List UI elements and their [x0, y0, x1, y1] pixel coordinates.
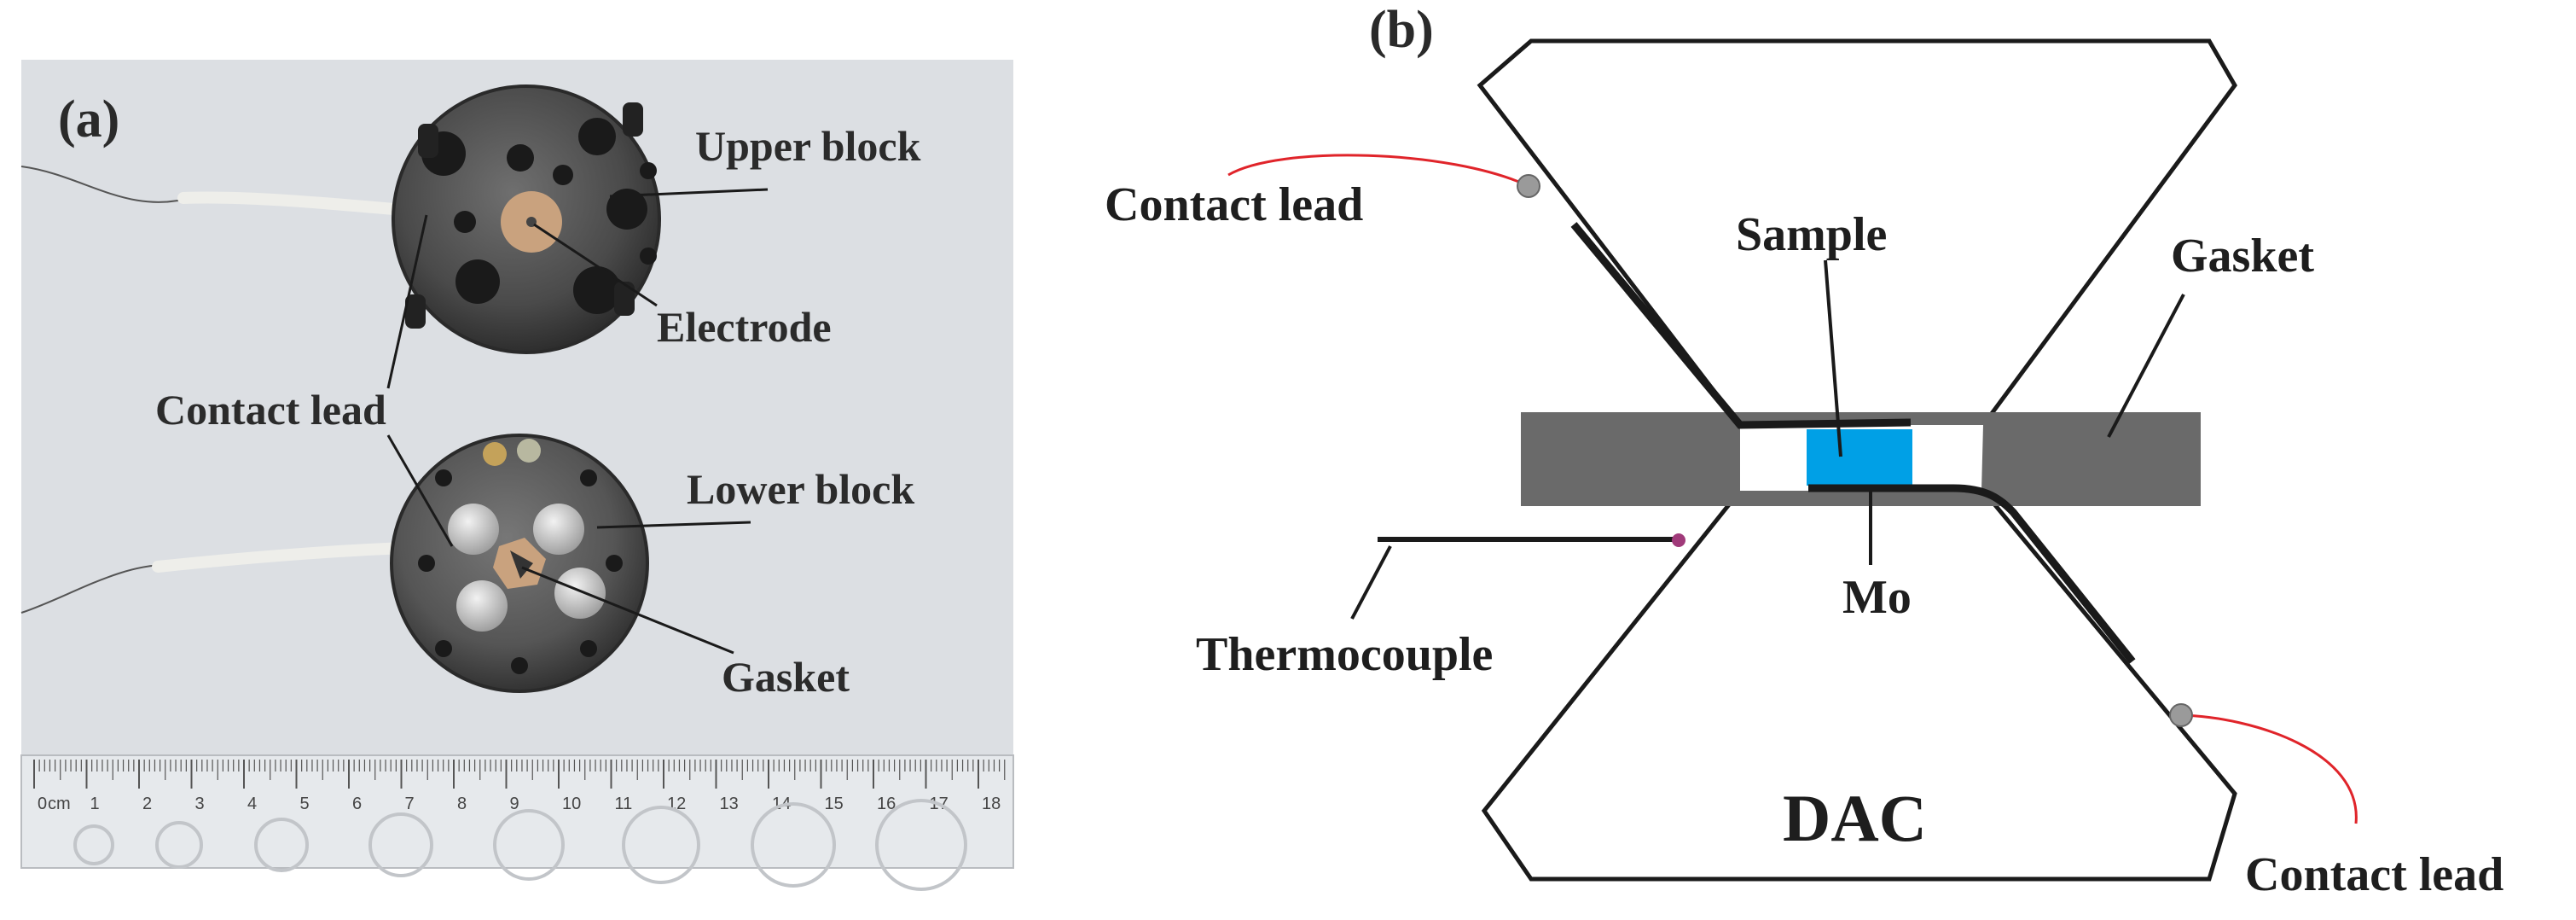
contact-node-bottom — [2169, 703, 2193, 727]
fine-wire-upper — [20, 166, 197, 203]
ruler-tick-label: 6 — [352, 795, 362, 813]
ruler-tick-label: 0 — [38, 795, 47, 813]
label-upper-block: Upper block — [695, 122, 921, 170]
leader-electrode — [533, 223, 658, 307]
leader-upper-block — [609, 188, 769, 198]
ruler-tick-label: 15 — [825, 795, 844, 813]
ruler-tick-label: 11 — [615, 795, 633, 813]
upper-electrode-foil — [1570, 222, 1912, 429]
ruler-tick-label: 9 — [510, 795, 519, 813]
leader-contact-lead-lower — [386, 434, 454, 547]
label-sample: Sample — [1736, 208, 1887, 261]
panel-b-tag: (b) — [1369, 1, 1434, 59]
ruler-tick-label: 10 — [562, 795, 581, 813]
ruler-tick-label: 5 — [300, 795, 310, 813]
leader-gasket-b — [2107, 294, 2185, 438]
panel-a-photo: (a) Upper block Electrode Contact lead L… — [20, 60, 1014, 891]
ruler-tick-label: 7 — [405, 795, 415, 813]
label-dac: DAC — [1783, 781, 1927, 855]
label-contact-lead-top: Contact lead — [1105, 178, 1363, 231]
ruler-tick-label: 16 — [877, 795, 896, 813]
leader-thermocouple — [1350, 545, 1392, 620]
contact-wire-bottom — [2180, 713, 2358, 824]
label-gasket-a: Gasket — [722, 653, 850, 701]
label-contact-lead-a: Contact lead — [155, 386, 386, 434]
leader-sample — [1824, 259, 1842, 457]
ruler-tick-label: 8 — [457, 795, 467, 813]
lower-block — [390, 434, 649, 693]
ruler-tick-label: 18 — [982, 795, 1001, 813]
label-contact-lead-bottom: Contact lead — [2245, 848, 2503, 901]
label-mo: Mo — [1842, 571, 1912, 624]
ruler-unit-label: cm — [48, 795, 71, 813]
label-thermocouple: Thermocouple — [1196, 628, 1493, 681]
leader-contact-lead-upper — [386, 214, 428, 389]
contact-node-top — [1517, 174, 1540, 198]
leader-lower-block — [596, 521, 751, 529]
lower-electrode-foil — [1808, 484, 2136, 664]
label-lower-block: Lower block — [687, 465, 914, 513]
label-electrode: Electrode — [657, 303, 832, 351]
upper-block — [392, 84, 661, 354]
ruler-tick-label: 4 — [247, 795, 257, 813]
ruler-tick-label: 2 — [142, 795, 152, 813]
ruler-tick-label: 13 — [720, 795, 739, 813]
sample-block — [1807, 429, 1912, 486]
label-gasket-b: Gasket — [2171, 230, 2314, 282]
panel-b-diagram: (b) Contact lead Sample Gasket Mo Ther — [1105, 1, 2503, 901]
ruler-tick-label: 1 — [90, 795, 100, 813]
ruler-tick-label: 3 — [195, 795, 205, 813]
contact-wire-top — [1227, 154, 1529, 188]
leader-gasket-a — [521, 566, 734, 655]
panel-a-tag: (a) — [58, 90, 119, 148]
thermocouple-junction — [1672, 533, 1685, 547]
